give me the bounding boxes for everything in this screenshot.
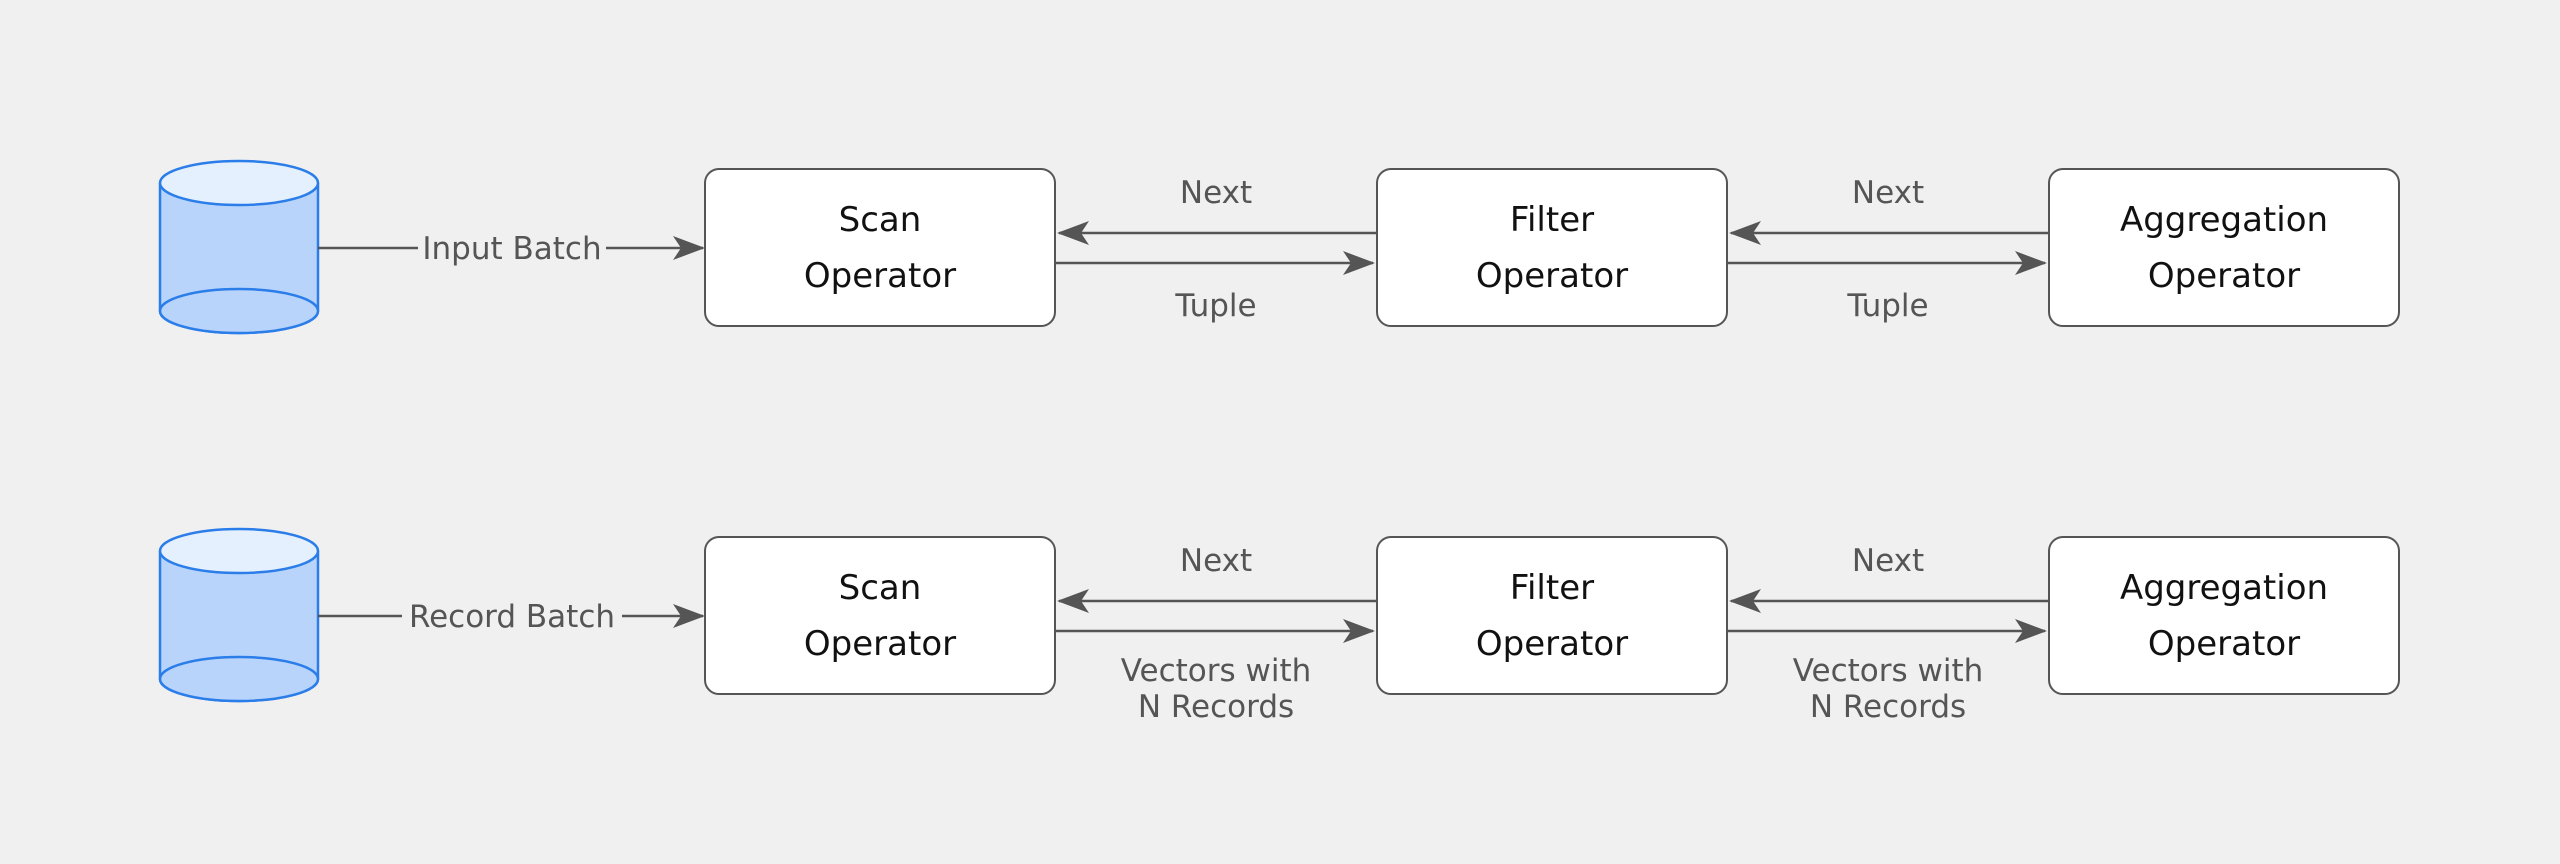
database-cylinder-icon — [158, 159, 320, 335]
operator-label-line1: Aggregation — [2120, 200, 2328, 240]
source-label: Record Batch — [409, 599, 615, 635]
filter-operator-box: Filter Operator — [1376, 168, 1728, 327]
filter-operator-box: Filter Operator — [1376, 536, 1728, 695]
next-label: Next — [1852, 175, 1924, 211]
data-label-line1: Vectors with — [1121, 653, 1312, 689]
scan-operator-box: Scan Operator — [704, 536, 1056, 695]
link-filter-aggregation: Next Tuple — [1727, 175, 2049, 324]
next-label: Next — [1180, 175, 1252, 211]
source-label: Input Batch — [422, 231, 601, 267]
link-filter-aggregation: Next Vectors with N Records — [1727, 543, 2049, 725]
data-label-line2: N Records — [1810, 689, 1966, 725]
operator-label-line2: Operator — [2148, 256, 2300, 296]
data-label: Tuple — [1846, 288, 1928, 324]
aggregation-operator-box: Aggregation Operator — [2048, 168, 2400, 327]
operator-label-line2: Operator — [804, 256, 956, 296]
scan-operator-box: Scan Operator — [704, 168, 1056, 327]
next-label: Next — [1180, 543, 1252, 579]
operator-label-line1: Scan — [839, 568, 922, 608]
operator-label-line1: Filter — [1510, 200, 1594, 240]
next-label: Next — [1852, 543, 1924, 579]
link-scan-filter: Next Tuple — [1055, 175, 1377, 324]
operator-label-line2: Operator — [1476, 256, 1628, 296]
database-cylinder-icon — [158, 527, 320, 703]
data-label-line2: N Records — [1138, 689, 1294, 725]
aggregation-operator-box: Aggregation Operator — [2048, 536, 2400, 695]
operator-label-line2: Operator — [804, 624, 956, 664]
pipeline-row-vectorized: Record Batch Scan Operator Filter Operat… — [158, 527, 2400, 725]
operator-label-line1: Filter — [1510, 568, 1594, 608]
data-label: Tuple — [1174, 288, 1256, 324]
operator-label-line2: Operator — [1476, 624, 1628, 664]
operator-label-line1: Scan — [839, 200, 922, 240]
pipeline-row-tuple: Input Batch Scan Operator Filter Operato… — [158, 159, 2400, 335]
operator-label-line1: Aggregation — [2120, 568, 2328, 608]
data-label-line1: Vectors with — [1793, 653, 1984, 689]
link-scan-filter: Next Vectors with N Records — [1055, 543, 1377, 725]
operator-label-line2: Operator — [2148, 624, 2300, 664]
